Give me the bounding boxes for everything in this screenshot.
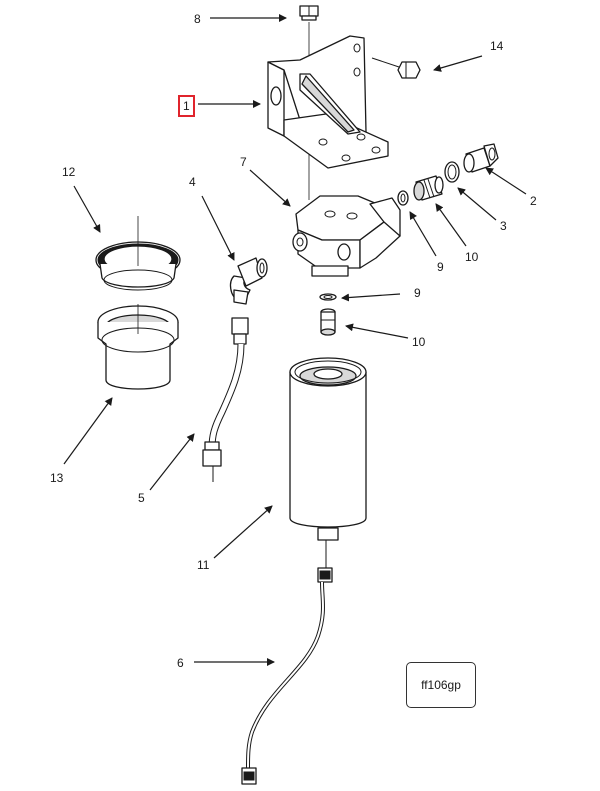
callout-9-upper: 9 <box>437 260 444 274</box>
part-5-fuel-hose[interactable] <box>202 317 249 482</box>
part-14-bolt[interactable] <box>371 57 421 79</box>
part-9-o-ring-lower[interactable] <box>319 293 337 301</box>
part-10-fitting-upper[interactable] <box>413 175 444 201</box>
callout-8: 8 <box>194 12 201 26</box>
leader-10a <box>435 203 467 247</box>
part-7-filter-head[interactable] <box>292 195 401 277</box>
part-9-o-ring-upper[interactable] <box>397 190 409 206</box>
part-6-sensor-harness[interactable] <box>241 567 333 785</box>
callout-10-upper: 10 <box>465 250 479 264</box>
callout-7: 7 <box>240 155 247 169</box>
callout-3: 3 <box>500 219 507 233</box>
leader-3 <box>457 187 497 221</box>
callout-13: 13 <box>50 471 64 485</box>
leader-10b <box>345 323 409 339</box>
leader-4 <box>201 195 235 261</box>
part-12-gasket-ring[interactable] <box>95 216 181 291</box>
callout-2: 2 <box>530 194 537 208</box>
callout-6: 6 <box>177 656 184 670</box>
leader-9a <box>409 211 437 257</box>
leader-2 <box>485 167 527 195</box>
callout-9-lower: 9 <box>414 286 421 300</box>
part-13-bowl[interactable] <box>97 304 179 390</box>
callout-4: 4 <box>189 175 196 189</box>
part-3-seal-ring[interactable] <box>444 161 460 183</box>
part-2-fitting[interactable] <box>463 143 499 173</box>
callout-10-lower: 10 <box>412 335 426 349</box>
callout-12: 12 <box>62 165 76 179</box>
diagram-code-text: ff106gp <box>421 678 461 692</box>
leader-5 <box>149 433 195 491</box>
part-4-elbow-fitting[interactable] <box>229 257 268 305</box>
part-10-fitting-lower[interactable] <box>320 308 336 336</box>
part-11-filter-cartridge[interactable] <box>289 357 367 568</box>
diagram-code-box: ff106gp <box>406 662 476 708</box>
part-1-mounting-bracket[interactable] <box>267 35 389 169</box>
leader-7 <box>249 169 291 207</box>
leader-12 <box>73 185 101 233</box>
leader-14 <box>433 55 483 72</box>
part-8-bolt[interactable] <box>299 5 319 21</box>
callout-1-selected[interactable]: 1 <box>178 95 195 117</box>
callout-5: 5 <box>138 491 145 505</box>
leader-13 <box>63 397 113 465</box>
leader-11 <box>213 505 273 559</box>
callout-11: 11 <box>197 558 210 572</box>
callout-14: 14 <box>490 39 504 53</box>
leader-9b <box>341 293 401 302</box>
